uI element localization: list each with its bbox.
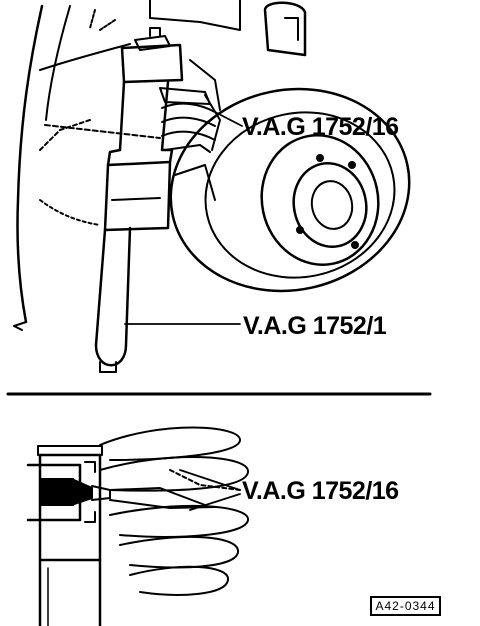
callout-label-strut-tool: V.A.G 1752/1 (243, 312, 387, 340)
detail-strut (37, 445, 103, 626)
upper-body-bracket (149, 0, 307, 111)
brake-disc-hub (169, 87, 411, 293)
spring-tensioner-upper (44, 87, 221, 153)
detail-spring-coils (99, 426, 249, 596)
leader-line-top (214, 111, 243, 127)
wheel-arch-body (13, 4, 131, 331)
top-view (13, 0, 411, 373)
leader-line-bottom-a (179, 469, 241, 491)
callout-label-bottom-tool: V.A.G 1752/16 (242, 477, 399, 505)
detail-tensioner-clamp (26, 461, 241, 523)
bottom-detail-view (26, 426, 249, 626)
leader-line-bottom-b (189, 493, 241, 511)
callout-label-top-tool: V.A.G 1752/16 (242, 113, 399, 141)
shock-absorber (94, 27, 184, 373)
figure-id-box: A42-0344 (370, 596, 441, 616)
